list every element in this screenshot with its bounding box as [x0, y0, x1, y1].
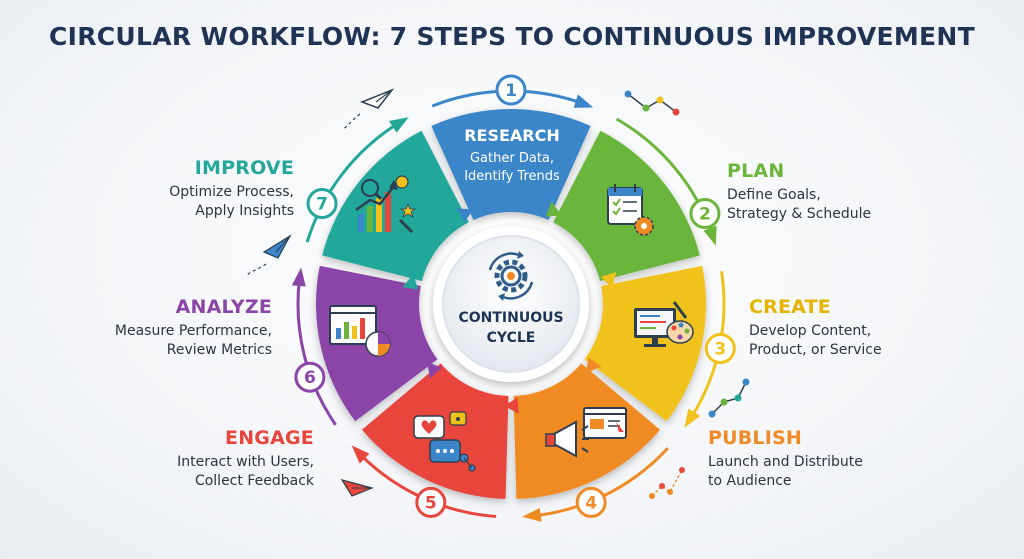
paper-plane-icon: [340, 479, 374, 497]
step-badge-improve: 7: [306, 188, 338, 220]
step-label-publish: PUBLISH Launch and Distribute to Audienc…: [708, 427, 918, 491]
ring-arrowhead-create: [684, 408, 701, 428]
inner-arrow-plan: [545, 201, 562, 217]
step-badge-plan: 2: [689, 198, 721, 230]
create-desc-line1: Develop Content,: [749, 323, 872, 339]
publish-desc-line1: Launch and Distribute: [708, 454, 863, 470]
line-graph-icon: [624, 90, 680, 116]
ring-arrowhead-plan: [703, 225, 717, 246]
step-badge-create: 3: [704, 332, 736, 364]
inner-ring-arrows: [402, 201, 617, 414]
ring-arrowhead-research: [573, 94, 594, 108]
calendar-checklist-icon: [607, 184, 654, 236]
inner-arrow-improve: [402, 274, 419, 290]
ring-arrowhead-engage: [351, 445, 370, 464]
step-number-badges: 1 2 3 4 5 6 7: [294, 74, 736, 518]
ring-arrowhead-improve: [388, 117, 409, 133]
growth-chart-icon: [355, 175, 417, 234]
improve-desc-line1: Optimize Process,: [169, 184, 294, 200]
plan-desc-line1: Define Goals,: [727, 187, 821, 203]
research-segment-desc-line1: Gather Data,: [470, 151, 554, 166]
page-title: CIRCULAR WORKFLOW: 7 STEPS TO CONTINUOUS…: [48, 22, 976, 51]
inner-arrow-analyze: [427, 361, 442, 379]
publish-desc-line2: to Audience: [708, 473, 792, 489]
paper-plane-icon: [341, 88, 395, 131]
create-title: CREATE: [749, 296, 831, 318]
publish-title: PUBLISH: [708, 427, 802, 449]
inner-arrow-create: [600, 272, 617, 289]
ring-arc-publish: [533, 447, 669, 518]
center-hub: CONTINUOUS CYCLE: [433, 226, 589, 382]
plan-title: PLAN: [727, 160, 785, 182]
segment-research: [431, 108, 591, 221]
monitor-palette-icon: [634, 301, 694, 347]
step-number-publish: 4: [585, 493, 597, 513]
line-graph-icon: [649, 467, 685, 499]
improve-title: IMPROVE: [194, 157, 294, 179]
step-number-improve: 7: [316, 195, 328, 215]
paper-plane-icon: [245, 234, 292, 277]
center-label-line1: CONTINUOUS: [458, 310, 563, 326]
inner-arrow-engage: [503, 397, 519, 414]
step-number-create: 3: [714, 339, 726, 359]
step-label-create: CREATE Develop Content, Product, or Serv…: [749, 296, 949, 360]
megaphone-icon: [545, 407, 627, 458]
ring-arrowhead-publish: [522, 507, 542, 522]
ring-arrowhead-analyze: [291, 267, 306, 287]
step-number-analyze: 6: [304, 368, 316, 388]
ring-arc-analyze: [296, 278, 337, 426]
chat-bubbles-icon: [413, 411, 476, 472]
create-desc-line2: Product, or Service: [749, 342, 882, 358]
step-label-analyze: ANALYZE Measure Performance, Review Metr…: [70, 296, 272, 360]
step-badge-engage: 5: [415, 486, 447, 518]
step-number-plan: 2: [699, 205, 711, 225]
center-label-line2: CYCLE: [487, 330, 536, 346]
step-badge-research: 1: [495, 74, 527, 106]
segment-improve: [322, 130, 469, 282]
analyze-desc-line1: Measure Performance,: [114, 323, 272, 339]
step-badge-publish: 4: [575, 486, 607, 518]
step-label-plan: PLAN Define Goals, Strategy & Schedule: [727, 160, 927, 224]
plan-desc-line2: Strategy & Schedule: [727, 206, 872, 222]
inner-arrow-publish: [586, 357, 602, 374]
analytics-dashboard-icon: [329, 305, 391, 357]
ring-arc-improve: [305, 121, 400, 243]
step-number-research: 1: [505, 81, 517, 101]
analyze-desc-line2: Review Metrics: [166, 342, 272, 358]
step-badge-analyze: 6: [294, 361, 326, 393]
step-label-improve: IMPROVE Optimize Process, Apply Insights: [94, 157, 294, 221]
engage-title: ENGAGE: [225, 427, 314, 449]
inner-arrow-research: [456, 208, 474, 223]
engage-desc-line1: Interact with Users,: [177, 454, 314, 470]
research-segment-title: RESEARCH: [464, 126, 560, 145]
step-label-engage: ENGAGE Interact with Users, Collect Feed…: [110, 427, 314, 491]
research-segment-desc-line2: Identify Trends: [464, 169, 560, 184]
line-graph-icon: [708, 378, 750, 418]
analyze-title: ANALYZE: [175, 296, 272, 318]
improve-desc-line2: Apply Insights: [195, 203, 294, 219]
engage-desc-line2: Collect Feedback: [194, 473, 314, 489]
gear-cycle-icon: [488, 251, 534, 301]
step-number-engage: 5: [425, 493, 437, 513]
